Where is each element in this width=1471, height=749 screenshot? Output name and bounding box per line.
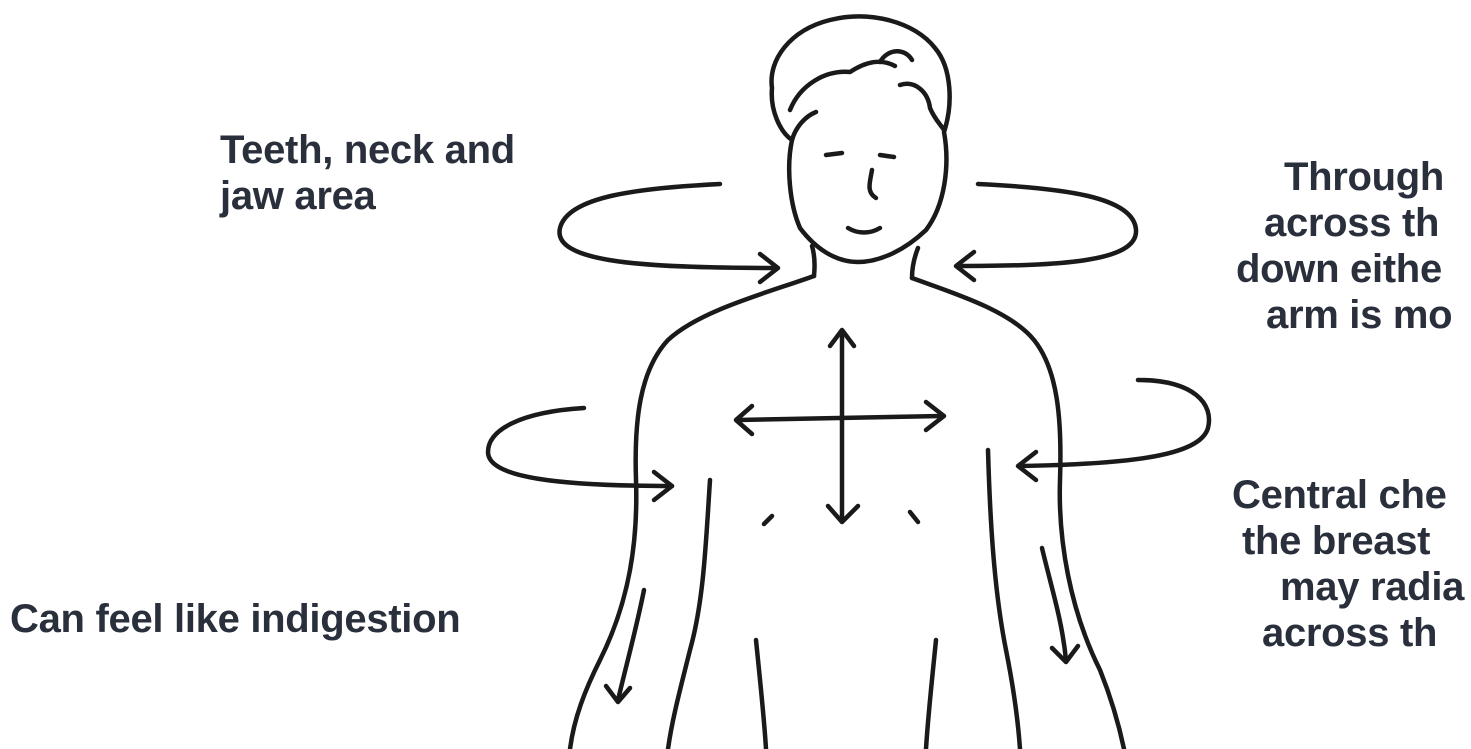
- chest-radiating-arrows: [736, 330, 944, 522]
- right-inner-arm: [988, 450, 1020, 749]
- label-line: Central che: [1232, 472, 1471, 518]
- curved-arrow-jaw-left: [559, 184, 778, 282]
- label-line: Teeth, neck and: [220, 127, 515, 173]
- mouth: [848, 228, 880, 233]
- left-nipple: [764, 516, 772, 524]
- torso-left-line: [756, 640, 766, 749]
- hair-strand: [790, 62, 895, 110]
- left-eye: [826, 153, 842, 155]
- hair-strand: [900, 84, 944, 130]
- head-outline: [772, 16, 950, 262]
- left-shoulder-outline: [570, 276, 814, 749]
- label-line: across th: [1232, 610, 1471, 656]
- curved-arrow-chest-right: [1018, 380, 1209, 480]
- label-line: across th: [1236, 200, 1471, 246]
- arm-down-arrow-right: [1042, 548, 1078, 662]
- label-indigestion: Can feel like indigestion: [10, 596, 460, 642]
- neck-left: [812, 246, 815, 276]
- right-nipple: [910, 512, 918, 522]
- right-shoulder-outline: [912, 278, 1124, 749]
- hair-strand: [792, 112, 816, 140]
- label-line: may radia: [1232, 564, 1471, 610]
- left-inner-arm: [668, 480, 710, 749]
- curved-arrow-jaw-right: [956, 184, 1136, 280]
- right-eye: [880, 155, 894, 157]
- label-teeth-neck-jaw: Teeth, neck and jaw area: [220, 127, 515, 219]
- neck-right: [912, 248, 918, 278]
- label-line: Can feel like indigestion: [10, 596, 460, 642]
- label-line: jaw area: [220, 173, 515, 219]
- label-central-chest: Central che the breast may radia across …: [1232, 472, 1471, 656]
- label-line: the breast: [1232, 518, 1471, 564]
- label-line: arm is mo: [1236, 292, 1471, 338]
- torso-right-line: [926, 640, 936, 749]
- curved-arrow-chest-left: [488, 408, 672, 500]
- nose: [870, 170, 877, 198]
- label-line: down eithe: [1236, 246, 1471, 292]
- arm-down-arrow-left: [606, 590, 644, 702]
- label-through-across: Through across th down eithe arm is mo: [1236, 154, 1471, 338]
- label-line: Through: [1236, 154, 1471, 200]
